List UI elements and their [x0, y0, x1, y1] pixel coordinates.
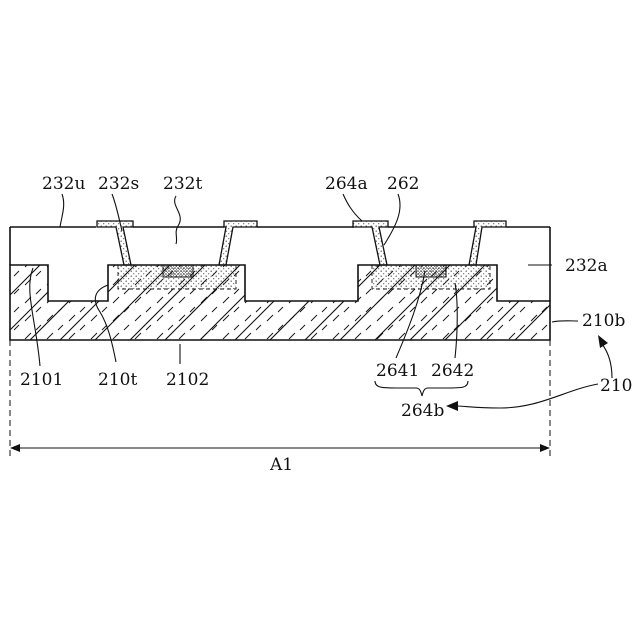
- pixel-region-right: [372, 265, 490, 289]
- label-2101: 2101: [20, 370, 63, 390]
- arrow-264b: [446, 384, 598, 411]
- label-2641: 2641: [376, 361, 419, 381]
- label-232t: 232t: [163, 174, 202, 194]
- label-232s: 232s: [98, 174, 139, 194]
- label-264a: 264a: [325, 174, 368, 194]
- substrate-210b: [0, 250, 590, 350]
- label-210t: 210t: [98, 370, 137, 390]
- label-a1: A1: [269, 455, 293, 475]
- dimension-a1: [10, 340, 550, 458]
- pixel-region-left: [118, 265, 236, 289]
- conductor-2: [219, 221, 257, 265]
- label-210b: 210b: [582, 311, 625, 331]
- label-262: 262: [387, 174, 419, 194]
- label-232u: 232u: [42, 174, 85, 194]
- arrow-210: [598, 335, 612, 378]
- label-2102: 2102: [166, 370, 209, 390]
- label-232a: 232a: [565, 256, 608, 276]
- label-264b: 264b: [401, 401, 444, 421]
- conductor-4: [469, 221, 506, 265]
- label-2642: 2642: [431, 361, 474, 381]
- label-210: 210: [600, 376, 632, 396]
- conductor-1: [97, 221, 133, 265]
- conductor-3: [353, 221, 388, 265]
